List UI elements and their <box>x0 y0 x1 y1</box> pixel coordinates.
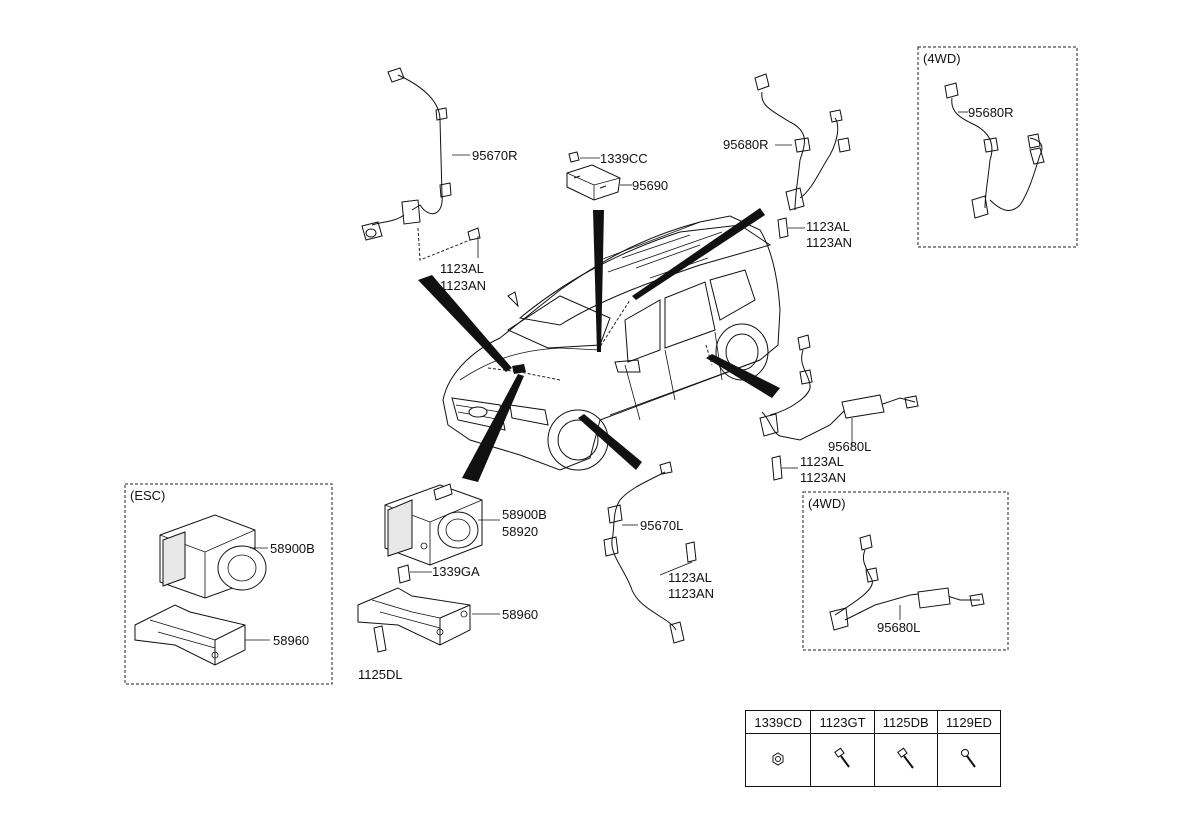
4wd-box-bottom: (4WD) 95680L <box>802 491 1009 651</box>
label-1339GA: 1339GA <box>432 564 480 579</box>
hardware-table: 1339CD 1123GT 1125DB 1129ED <box>744 710 1002 787</box>
hardware-header: 1339CD <box>744 710 812 734</box>
esc-label-bracket: 58960 <box>273 633 309 648</box>
label-95670L: 95670L <box>640 518 683 533</box>
label-bolt-d2: 1123AN <box>668 586 714 601</box>
bolt-icon <box>896 747 914 769</box>
4wd-top-label: 95680R <box>968 105 1014 120</box>
label-1125DL: 1125DL <box>358 667 403 682</box>
label-58900B: 58900B <box>502 507 547 522</box>
wheel-sensor-front-right <box>754 73 851 239</box>
label-95690: 95690 <box>632 178 668 193</box>
label-bolt-a2: 1123AN <box>440 278 486 293</box>
hardware-header: 1129ED <box>936 710 1002 734</box>
yaw-rate-sensor <box>566 151 632 201</box>
wheel-sensor-rear-right <box>361 67 481 261</box>
hecu-bracket <box>357 587 500 653</box>
bolt-icon <box>960 748 976 768</box>
wheel-sensor-front-left <box>759 334 919 481</box>
wheel-sensor-rear-left <box>603 461 697 644</box>
label-58920: 58920 <box>502 524 538 539</box>
label-1339CC: 1339CC <box>600 151 648 166</box>
hardware-header-row: 1339CD 1123GT 1125DB 1129ED <box>744 710 1002 734</box>
label-bolt-b2: 1123AN <box>806 235 852 250</box>
label-bolt-d1: 1123AL <box>668 570 712 585</box>
hecu-assembly <box>384 483 500 584</box>
hardware-header: 1123GT <box>810 710 875 734</box>
hardware-header: 1125DB <box>873 710 938 734</box>
nut-icon <box>772 751 784 766</box>
label-bolt-c1: 1123AL <box>800 454 844 469</box>
4wd-box-top: (4WD) 95680R <box>917 46 1078 248</box>
esc-label-hecu: 58900B <box>270 541 315 556</box>
label-95680R: 95680R <box>723 137 769 152</box>
label-95670R: 95670R <box>472 148 518 163</box>
callout-wedges <box>418 208 780 482</box>
part-labels: 95670R 1123AL 1123AN 1339CC 95690 95680R… <box>358 137 871 682</box>
4wd-top-box-title: (4WD) <box>923 51 961 66</box>
4wd-bottom-box-title: (4WD) <box>808 496 846 511</box>
bolt-icon <box>833 747 850 768</box>
label-bolt-c2: 1123AN <box>800 470 846 485</box>
label-58960: 58960 <box>502 607 538 622</box>
hardware-icon-row <box>744 733 1002 787</box>
esc-box-title: (ESC) <box>130 488 165 503</box>
4wd-bottom-label: 95680L <box>877 620 920 635</box>
label-bolt-b1: 1123AL <box>806 219 850 234</box>
esc-box: (ESC) 58900B 58960 <box>124 483 333 685</box>
label-bolt-a1: 1123AL <box>440 261 484 276</box>
label-95680L: 95680L <box>828 439 871 454</box>
